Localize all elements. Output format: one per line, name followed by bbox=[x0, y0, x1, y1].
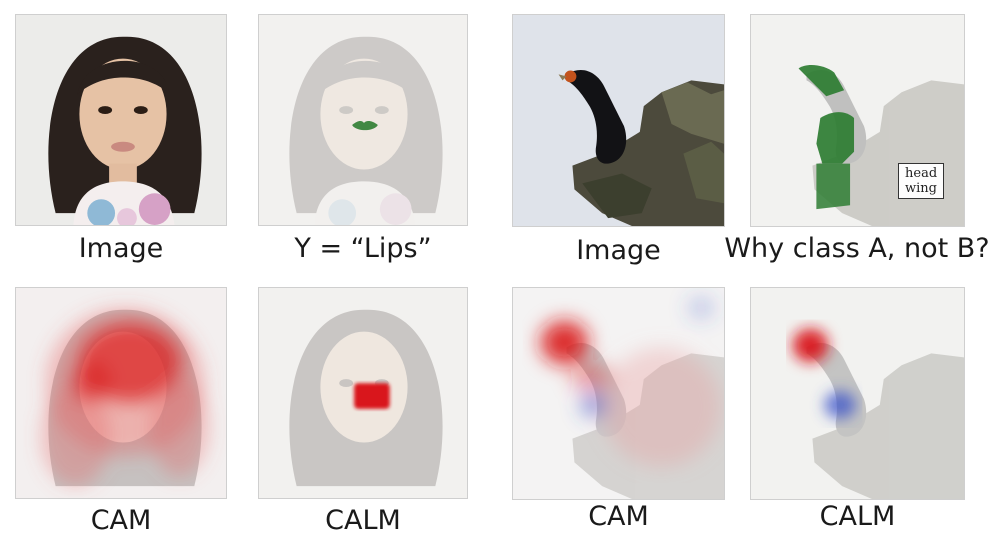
caption-girl-calm: CALM bbox=[325, 505, 401, 536]
caption-bird-image: Image bbox=[576, 235, 661, 266]
girl-calm-heatmap bbox=[258, 287, 468, 499]
lips-mask bbox=[352, 120, 378, 131]
legend-class-b: wing bbox=[905, 181, 937, 196]
girl-lips-mask-image bbox=[258, 14, 468, 226]
wing-mask bbox=[816, 112, 855, 164]
class-legend: head wing bbox=[898, 163, 944, 199]
caption-bird-cam: CAM bbox=[588, 501, 649, 532]
caption-girl-image: Image bbox=[78, 233, 164, 264]
girl-cam-heatmap bbox=[15, 287, 227, 499]
girl-original-image bbox=[15, 14, 227, 226]
head-mask bbox=[798, 65, 845, 97]
legend-class-a: head bbox=[905, 166, 938, 181]
bird-calm-heatmap bbox=[750, 287, 965, 500]
caption-bird-question: Why class A, not B? bbox=[724, 233, 990, 264]
bird-cam-heatmap bbox=[512, 287, 725, 500]
caption-girl-lips: Y = “Lips” bbox=[294, 233, 432, 264]
caption-girl-cam: CAM bbox=[90, 505, 152, 536]
caption-bird-calm: CALM bbox=[819, 501, 896, 532]
bird-part-mask-image: head wing bbox=[750, 14, 965, 227]
bird-original-image bbox=[512, 14, 725, 227]
